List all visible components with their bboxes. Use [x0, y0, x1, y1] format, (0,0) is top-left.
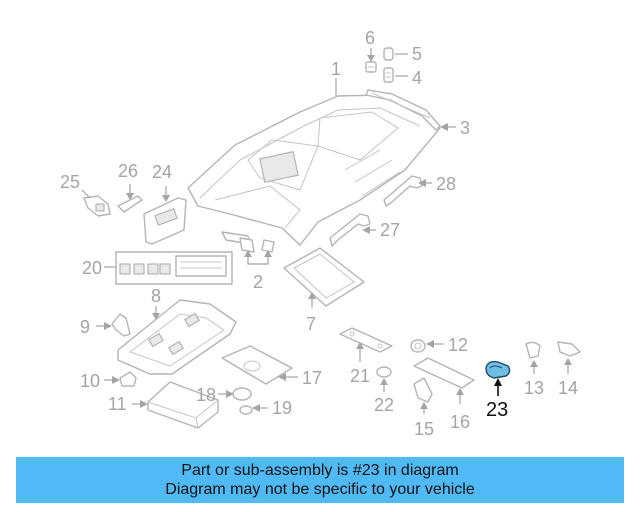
info-banner: Part or sub-assembly is #23 in diagram D…: [16, 457, 624, 503]
bracket-part-2: [221, 231, 275, 253]
callout-9: 9: [80, 317, 90, 337]
callout-7: 7: [306, 314, 316, 334]
grab-handle-part-27: [329, 213, 371, 247]
pad-part-17: [221, 345, 293, 385]
parts-diagram: 1 3 6 5 4 2 28 27: [60, 28, 581, 439]
clip-part-6: [365, 61, 377, 73]
headliner-part: [187, 94, 441, 246]
callout-2: 2: [253, 272, 263, 292]
callout-14: 14: [558, 378, 578, 398]
callout-22: 22: [374, 395, 394, 415]
lamp-part-12: [410, 339, 426, 353]
clip-part-5: [383, 47, 394, 61]
sunroof-frame-part-7: [283, 247, 365, 307]
button-part-19: [239, 405, 253, 415]
bracket-part-15: [413, 377, 433, 403]
callout-10: 10: [80, 371, 100, 391]
callout-11: 11: [108, 394, 127, 414]
visor-holder-part-26: [117, 195, 143, 213]
callout-16: 16: [450, 412, 470, 432]
grab-handle-part-28: [383, 175, 423, 207]
callout-25: 25: [60, 172, 80, 192]
callout-23: 23: [486, 399, 508, 421]
cap-part-18: [232, 387, 252, 401]
callout-26: 26: [118, 161, 138, 181]
cover-part-10: [119, 371, 137, 387]
banner-line-1: Part or sub-assembly is #23 in diagram: [181, 462, 459, 479]
trim-panel-part-16: [413, 357, 475, 389]
callout-17: 17: [302, 368, 322, 388]
callout-28: 28: [436, 174, 456, 194]
callout-13: 13: [524, 378, 544, 398]
callout-19: 19: [272, 398, 292, 418]
callout-8: 8: [151, 286, 161, 306]
roof-rail-trim-part: [365, 89, 441, 131]
banner-line-2: Diagram may not be specific to your vehi…: [165, 481, 475, 498]
callout-5: 5: [412, 44, 422, 64]
callout-1: 1: [331, 59, 341, 79]
callout-20: 20: [82, 258, 102, 278]
callout-27: 27: [380, 220, 400, 240]
socket-part-13: [525, 341, 541, 359]
callout-18: 18: [196, 385, 216, 405]
bracket-plate-part-21: [339, 327, 393, 353]
console-clip-part-9: [111, 313, 131, 337]
sun-visor-part-24: [143, 197, 187, 245]
clip-part-14: [557, 341, 581, 357]
callout-3: 3: [460, 118, 470, 138]
callout-21: 21: [350, 366, 370, 386]
callout-12: 12: [448, 335, 468, 355]
callout-4: 4: [412, 68, 422, 88]
highlighted-part-23: [485, 360, 511, 379]
visor-clip-part-25: [83, 195, 111, 217]
callout-24: 24: [152, 162, 172, 182]
clip-part-4: [383, 67, 394, 83]
callout-15: 15: [414, 419, 434, 439]
lamp-assembly-part-20: [115, 251, 233, 285]
overhead-console-part-8: [117, 299, 237, 375]
callout-6: 6: [365, 28, 375, 48]
plug-part-22: [376, 366, 392, 378]
storage-box-part-11: [147, 381, 219, 429]
